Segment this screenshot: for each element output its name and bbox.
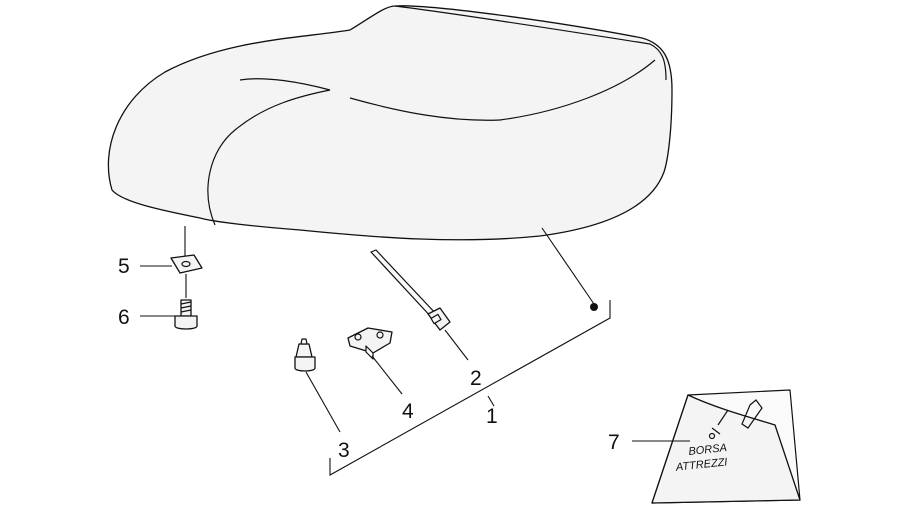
- callout-1: 1: [486, 405, 498, 428]
- brand-logo: [708, 432, 716, 440]
- screwdriver-icon: [711, 409, 729, 435]
- group-bracket-line: [329, 300, 611, 476]
- callout-6: 6: [118, 306, 130, 329]
- clip-nut: [170, 254, 203, 274]
- screw: [174, 299, 198, 330]
- leader-2: [444, 329, 469, 361]
- tool-bag-label-line2: ATTREZZI: [674, 456, 728, 473]
- wrench-icon: [741, 399, 763, 429]
- leader-4: [371, 355, 403, 395]
- zip-tie: [370, 249, 451, 331]
- callout-5: 5: [118, 255, 130, 278]
- tool-bag-label-line1: BORSA: [688, 442, 728, 458]
- callout-4: 4: [402, 400, 414, 423]
- callout-3: 3: [338, 439, 350, 462]
- callout-7: 7: [608, 431, 620, 454]
- leader-seat-dot: [590, 303, 598, 311]
- callout-numbers: 1 2 3 4 5 6 7: [118, 255, 620, 462]
- leader-3: [305, 371, 341, 433]
- plastic-clip: [294, 338, 316, 372]
- callout-2: 2: [470, 367, 482, 390]
- leader-lines: [140, 226, 690, 476]
- tool-bag: BORSA ATTREZZI: [651, 389, 801, 504]
- leader-seat: [541, 227, 595, 305]
- leader-1: [487, 395, 495, 407]
- bracket: [347, 327, 393, 360]
- seat: [107, 5, 673, 241]
